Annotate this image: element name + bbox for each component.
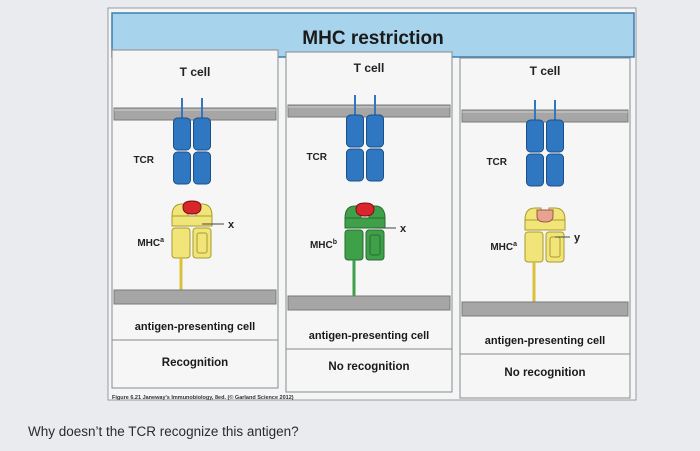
mhc-label-text: MHC [490,242,513,253]
result-label: Recognition [162,357,228,369]
tcr-variable-domain [526,153,544,187]
mhc-alpha3-domain [344,229,364,261]
mhc-groove-base [171,215,213,227]
apc-membrane [113,289,277,305]
mhc-alpha3-domain [171,227,191,259]
question-text: Why doesn’t the TCR recognize this antig… [28,424,299,439]
tcr-label: TCR [133,155,154,166]
mhc-superscript: a [160,237,164,244]
t-cell-label: T cell [530,64,561,78]
apc-label: antigen-presenting cell [309,330,429,342]
tcr-constant-domain [173,117,191,151]
peptide-antigen [536,209,554,223]
apc-label: antigen-presenting cell [135,321,255,333]
mhc-label: MHCa [137,237,164,249]
tcr-label: TCR [486,157,507,168]
tcr-variable-domain [546,153,564,187]
antigen-label: y [574,232,581,244]
mhc-label-text: MHC [137,238,160,249]
tcr-constant-domain [546,119,564,153]
tcr-variable-domain [193,151,211,185]
tcr-label: TCR [306,152,327,163]
apc-membrane [461,301,629,317]
tcr-constant-domain [366,114,384,148]
peptide-antigen [182,200,202,215]
mhc-label-text: MHC [310,240,333,251]
tcr-variable-domain [173,151,191,185]
tcr-constant-domain [193,117,211,151]
mhc-superscript: a [513,241,517,248]
antigen-label: x [228,219,235,231]
peptide-antigen [355,202,375,217]
tcr-constant-domain [346,114,364,148]
result-label: No recognition [328,361,409,373]
tcr-constant-domain [526,119,544,153]
apc-membrane [287,295,451,311]
antigen-label: x [400,223,407,235]
mhc-label: MHCa [490,241,517,253]
figure-caption: Figure 6.21 Janeway's Immunobiology, 8ed… [112,394,294,401]
mhc-superscript: b [333,239,337,246]
mhc-label: MHCb [310,239,337,251]
tcr-variable-domain [366,148,384,182]
t-cell-label: T cell [180,65,211,79]
mhc-inner-outline [369,234,381,256]
result-label: No recognition [504,367,585,379]
mhc-groove-base [344,217,386,229]
t-cell-label: T cell [354,61,385,75]
mhc-inner-outline [196,232,208,254]
mhc-alpha3-domain [524,231,544,263]
figure-title: MHC restriction [302,28,443,49]
apc-label: antigen-presenting cell [485,335,605,347]
tcr-variable-domain [346,148,364,182]
t-cell-membrane [461,109,629,123]
